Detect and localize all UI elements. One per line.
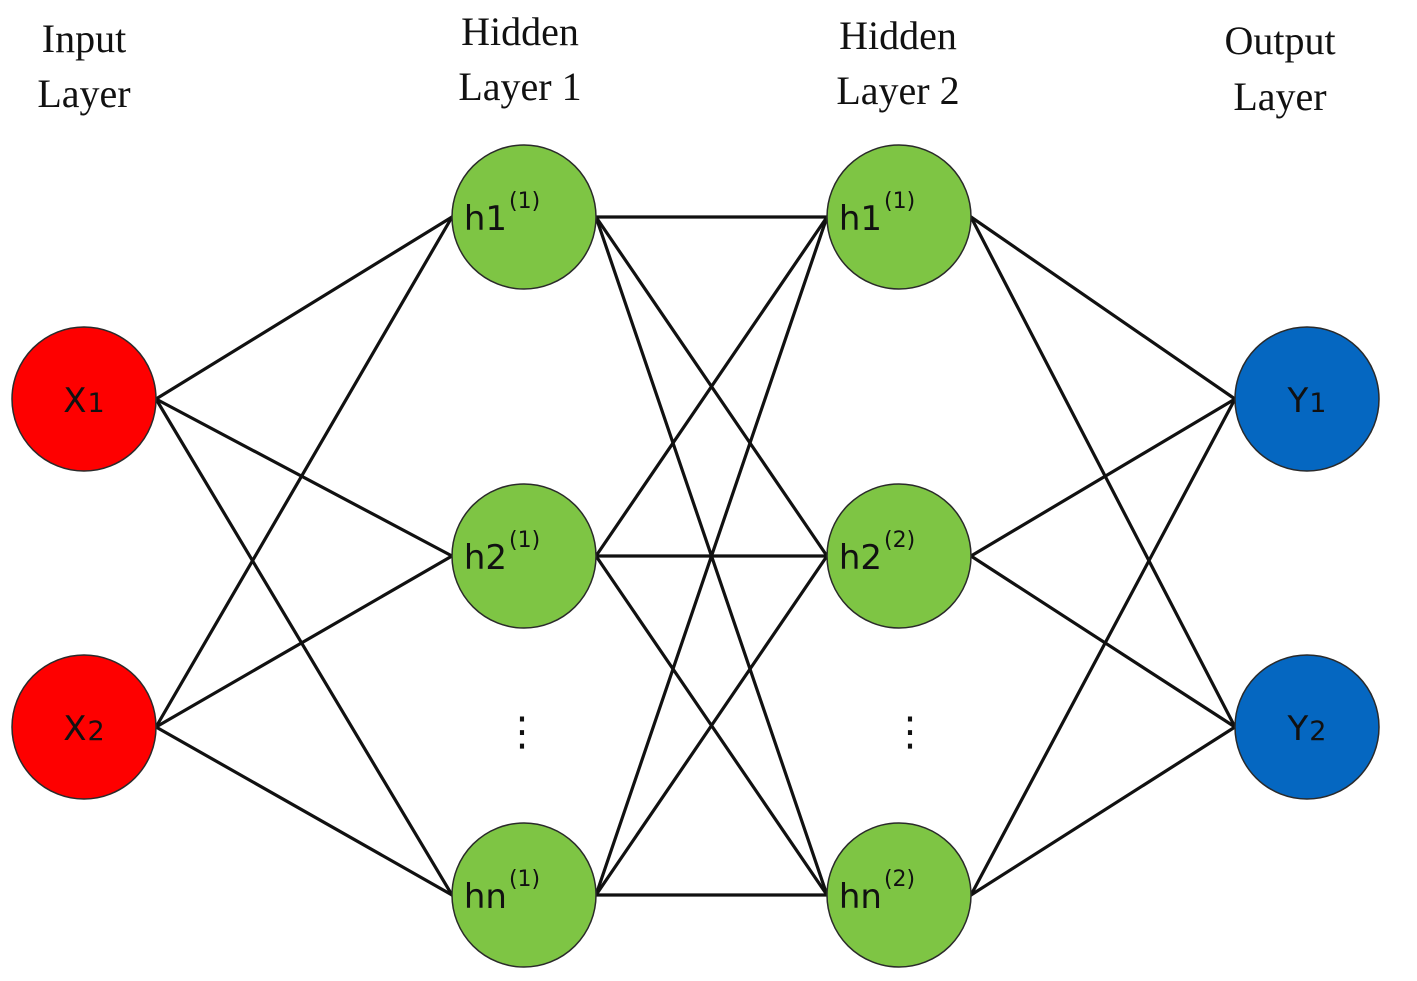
edge-h2_2-to-y1 [969,397,1237,558]
node-h2_2: h2(2) [826,483,972,629]
node-label-x1: X1 [63,381,104,421]
edge-hn_1-to-h1_2 [594,215,829,897]
node-circle-h1_2 [826,144,972,290]
edge-x2-to-h1_1 [154,215,454,729]
node-base-y1: Y [1287,381,1309,421]
edge-h1_2-to-y2 [969,215,1237,729]
node-circle-hn_1 [451,822,597,968]
node-label-h2_1: h2(1) [464,528,540,578]
node-base-x2: X [63,709,86,749]
hidden-layer-1-title-line2: Layer 1 [458,64,581,109]
node-superscript-hn_2: (2) [884,867,915,892]
edge-x2-to-h2_1 [154,554,454,729]
node-base-h2_2: h2 [839,538,882,578]
node-label-hn_2: hn(2) [839,867,915,917]
edge-hn_2-to-y1 [969,397,1237,897]
input-layer-title-line2: Layer [37,71,130,116]
output-layer-title-line2: Layer [1233,74,1326,119]
node-circle-hn_2 [826,822,972,968]
input-layer-title-line1: Input [42,16,126,61]
node-circle-h2_1 [451,483,597,629]
node-circle-x1 [11,326,157,472]
node-circle-h2_2 [826,483,972,629]
node-subscript-y1: 1 [1309,388,1326,419]
node-superscript-hn_1: (1) [509,867,540,892]
node-base-hn_2: hn [839,877,882,917]
edge-h2_2-to-y2 [969,554,1237,729]
node-label-h2_2: h2(2) [839,528,915,578]
layer-titles: Input Layer Hidden Layer 1 Hidden Layer … [37,9,1335,119]
hidden-layer-1-ellipsis: ⋮ [502,709,542,755]
hidden-layer-2-title-line2: Layer 2 [836,68,959,113]
node-base-h1_2: h1 [839,199,882,239]
edge-x1-to-h2_1 [154,397,454,558]
node-base-h2_1: h2 [464,538,507,578]
edge-x2-to-hn_1 [154,725,454,897]
ellipsis-markers: ⋮ ⋮ [502,709,930,755]
node-h1_1: h1(1) [451,144,597,290]
node-y2: Y2 [1234,654,1380,800]
node-superscript-h1_2: (1) [884,189,915,214]
node-x1: X1 [11,326,157,472]
node-superscript-h2_1: (1) [509,528,540,553]
node-subscript-y2: 2 [1309,716,1326,747]
node-base-hn_1: hn [464,877,507,917]
node-base-x1: X [63,381,86,421]
edge-h1_2-to-y1 [969,215,1237,401]
node-y1: Y1 [1234,326,1380,472]
node-circle-x2 [11,654,157,800]
node-hn_2: hn(2) [826,822,972,968]
node-subscript-x2: 2 [88,716,105,747]
edge-x1-to-hn_1 [154,397,454,897]
hidden-layer-2-title-line1: Hidden [839,13,957,58]
node-superscript-h2_2: (2) [884,528,915,553]
node-superscript-h1_1: (1) [509,189,540,214]
edge-h2_1-to-h1_2 [594,215,829,558]
node-h1_2: h1(1) [826,144,972,290]
node-circle-y2 [1234,654,1380,800]
edge-hn_2-to-y2 [969,725,1237,897]
node-base-h1_1: h1 [464,199,507,239]
node-label-y2: Y2 [1287,709,1327,749]
node-label-hn_1: hn(1) [464,867,540,917]
hidden-layer-1-title-line1: Hidden [461,9,579,54]
hidden-layer-2-ellipsis: ⋮ [890,709,930,755]
node-subscript-x1: 1 [88,388,105,419]
node-circle-y1 [1234,326,1380,472]
node-label-y1: Y1 [1287,381,1327,421]
edge-x1-to-h1_1 [154,215,454,401]
connections [154,215,1237,897]
node-label-h1_2: h1(1) [839,189,915,239]
output-layer-title-line1: Output [1224,18,1335,63]
node-x2: X2 [11,654,157,800]
node-label-x2: X2 [63,709,104,749]
node-base-y2: Y [1287,709,1309,749]
node-hn_1: hn(1) [451,822,597,968]
edge-hn_1-to-h2_2 [594,554,829,897]
node-label-h1_1: h1(1) [464,189,540,239]
node-h2_1: h2(1) [451,483,597,629]
node-circle-h1_1 [451,144,597,290]
